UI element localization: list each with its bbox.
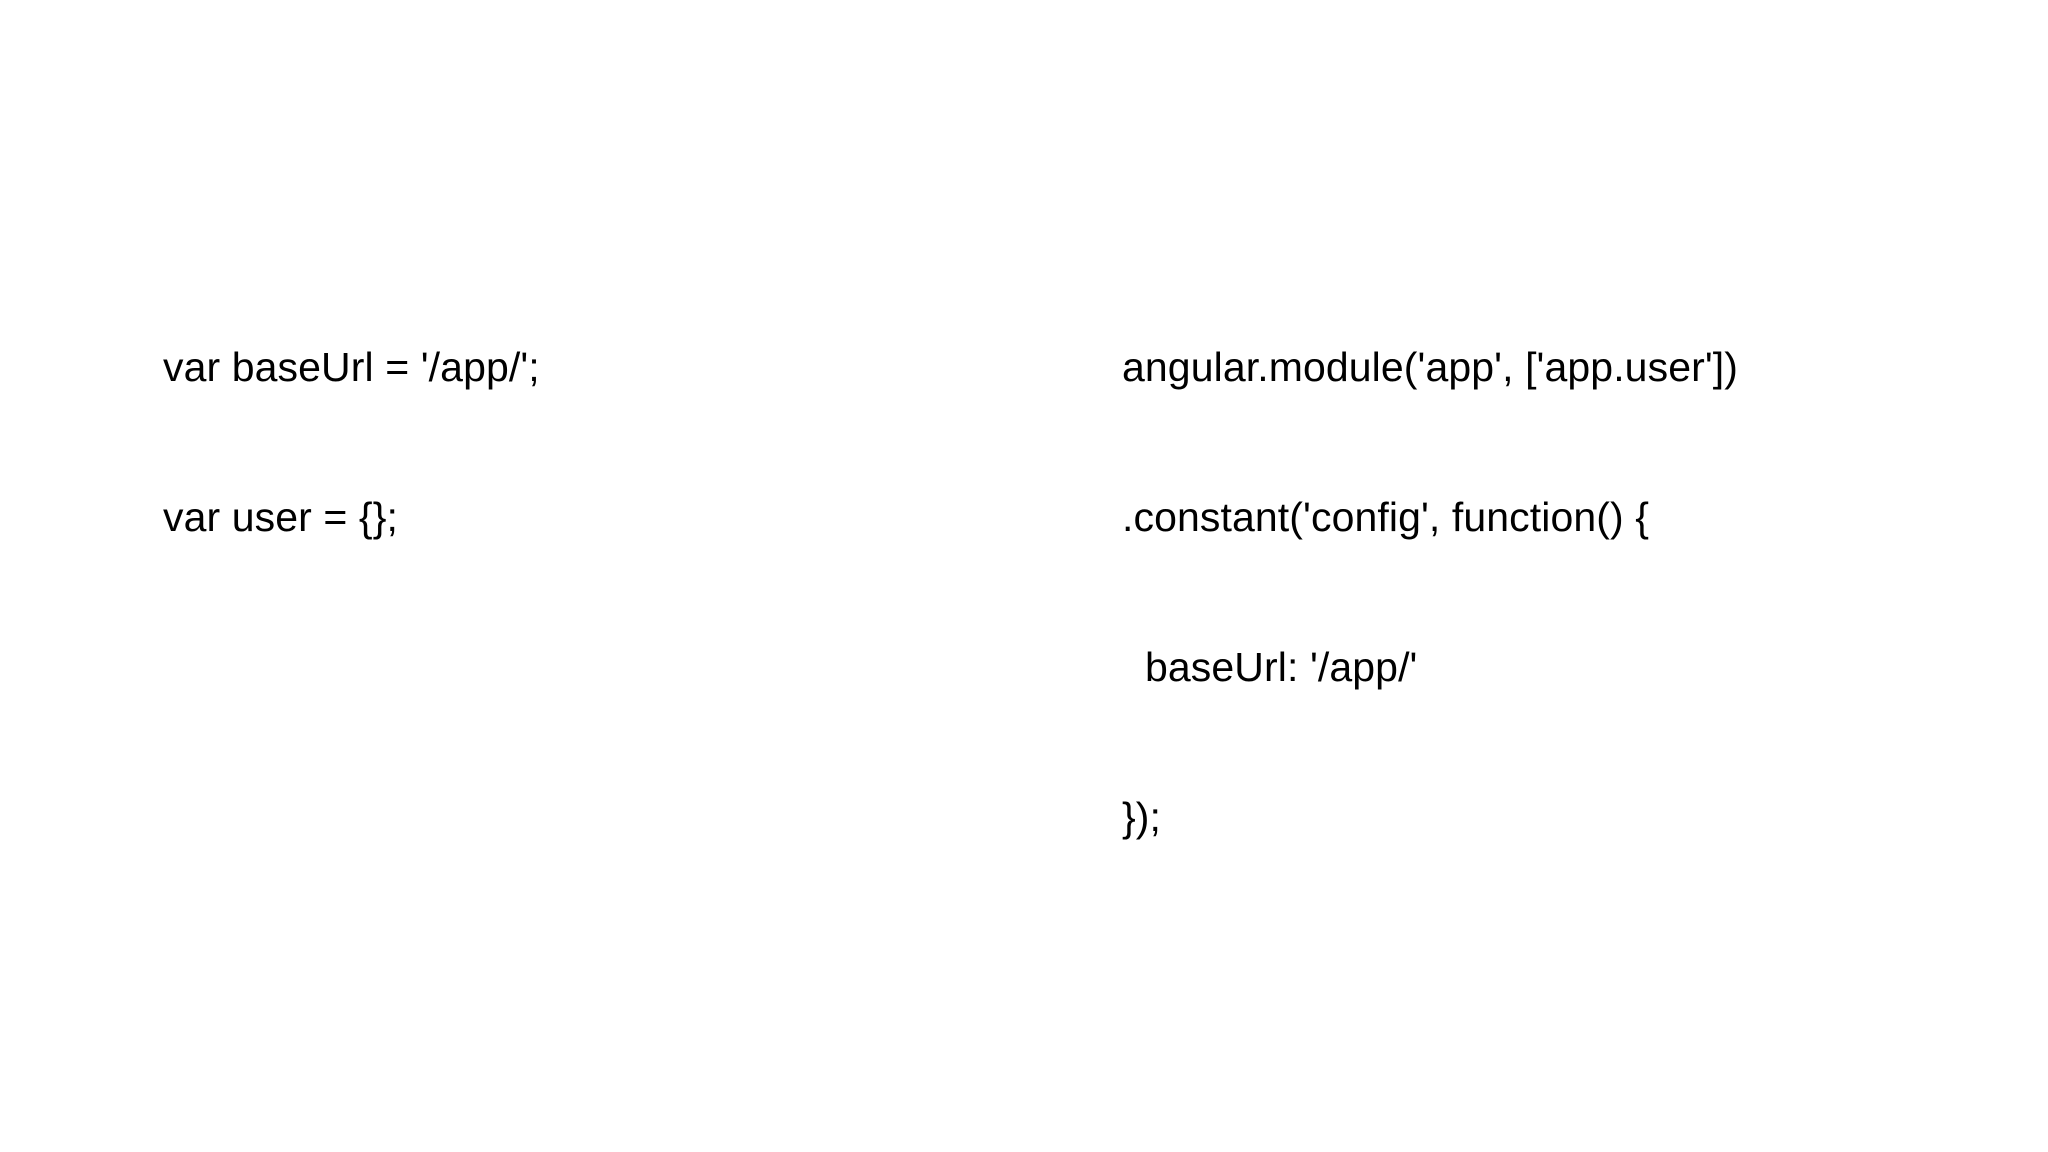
code-block-divider-1: ----	[163, 1142, 1023, 1152]
code-line: baseUrl: '/app/'	[1122, 644, 1418, 690]
code-block-app-module-constant: angular.module('app', ['app.user']) .con…	[1122, 242, 2002, 942]
code-block-globals: var baseUrl = '/app/'; var user = {};	[163, 242, 1023, 642]
code-line: });	[1122, 794, 1162, 840]
code-line: var baseUrl = '/app/';	[163, 344, 540, 390]
spacer	[163, 942, 1023, 992]
jquery-code-column: var baseUrl = '/app/'; var user = {}; --…	[163, 92, 1023, 1152]
angular-code-column: angular.module('app', ['app.user']) .con…	[1122, 92, 2002, 1152]
spacer	[1122, 1092, 2002, 1142]
code-line: angular.module('app', ['app.user'])	[1122, 344, 1739, 390]
code-line: var user = {};	[163, 494, 399, 540]
code-line: .constant('config', function() {	[1122, 494, 1650, 540]
spacer	[163, 792, 1023, 842]
